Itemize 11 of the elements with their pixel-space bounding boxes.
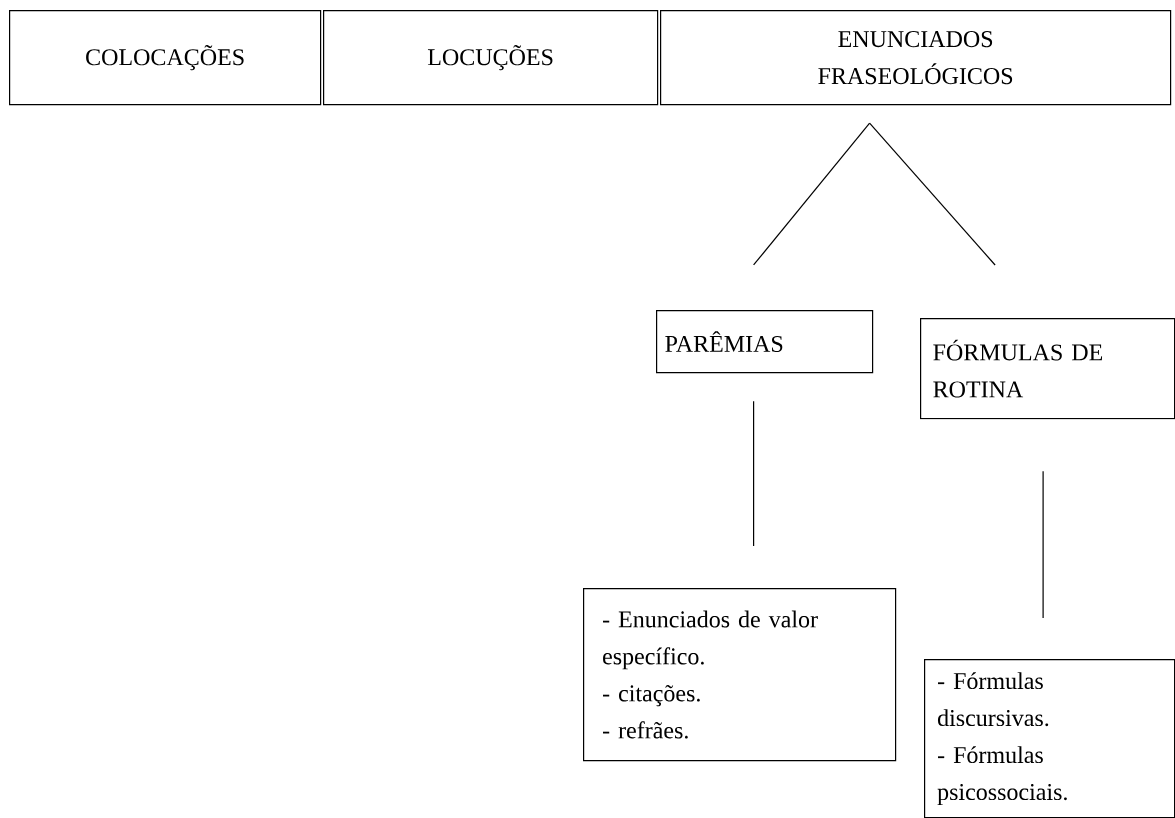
category-box: COLOCAÇÕES [9,10,322,106]
subcategory-box: PARÊMIAS [656,310,874,374]
category-box: LOCUÇÕES [323,10,659,106]
list-box: - Enunciados de valor específico. - citações. - refrães. [583,588,897,762]
list-box: - Fórmulas discursivas. - Fórmulas psicossociais. [924,659,1175,818]
connector-line [753,400,755,547]
category-box: ENUNCIADOS FRASEOLÓGICOS [660,10,1172,106]
subcategory-box: FÓRMULAS DE ROTINA [920,318,1175,420]
connector-line [1042,470,1044,619]
connector-line [869,122,996,266]
connector-line [753,122,871,266]
